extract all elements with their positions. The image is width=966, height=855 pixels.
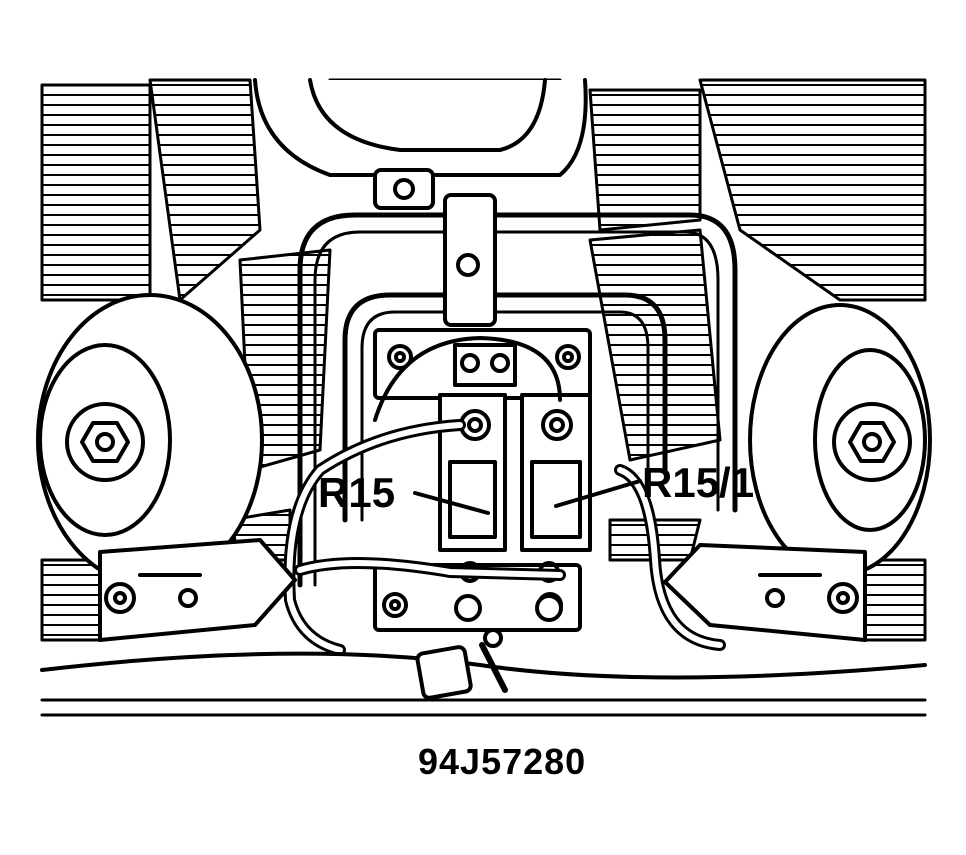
connector-ground — [415, 628, 508, 700]
r15-leader-line — [413, 491, 490, 515]
top-housing — [253, 78, 588, 177]
r15-label: R15 — [318, 469, 396, 516]
bracket-frame — [297, 212, 738, 588]
left-bracket-arm — [98, 538, 297, 642]
r15-1-leader-line — [554, 479, 642, 508]
top-clamp — [373, 168, 497, 327]
left-pulley — [36, 293, 264, 587]
figure-code-caption: 94J57280 — [418, 741, 587, 782]
resistor-r15 — [438, 393, 507, 622]
right-pulley — [748, 303, 932, 577]
lower-rail — [40, 651, 927, 717]
r15-1-label: R15/1 — [642, 459, 755, 506]
resistor-plate — [373, 328, 592, 632]
right-bracket-arm — [663, 543, 867, 642]
